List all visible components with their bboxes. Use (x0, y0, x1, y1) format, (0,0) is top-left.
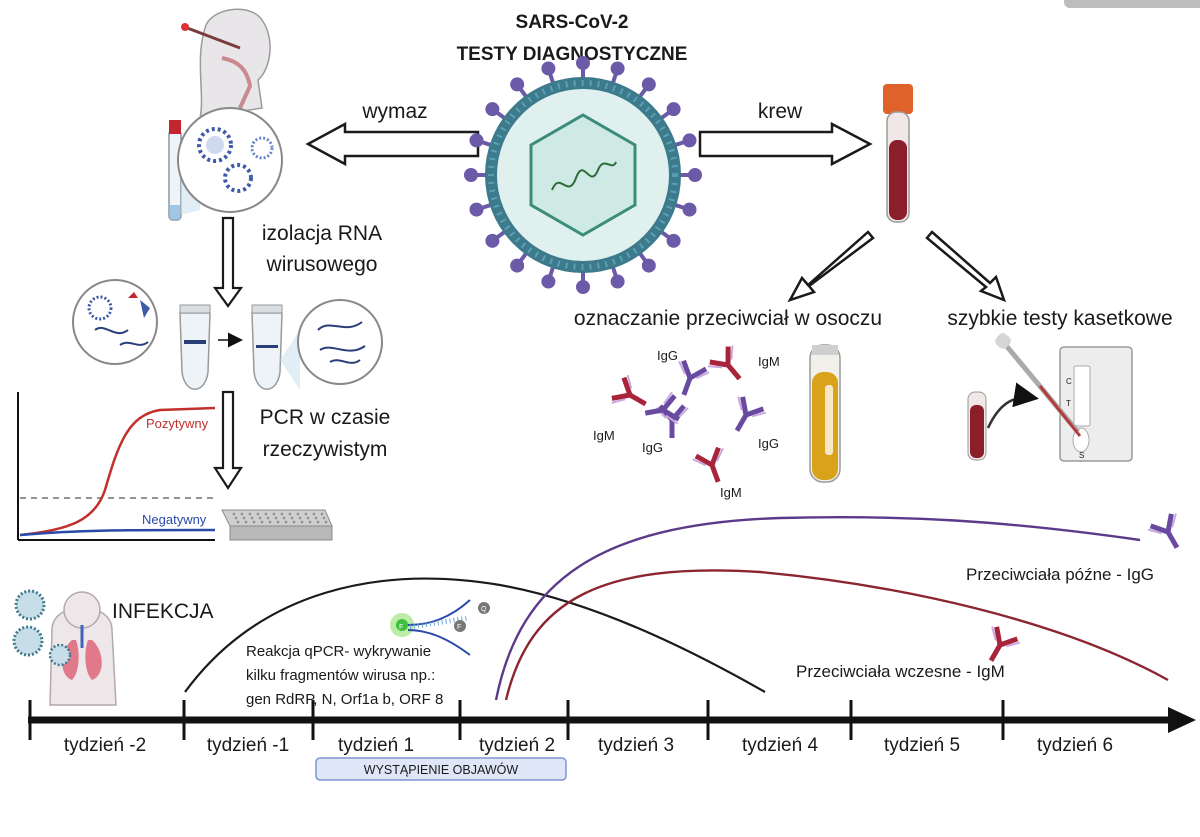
symptoms-onset-box: WYSTĄPIENIE OBJAWÓW (315, 757, 567, 781)
antibody-icon (734, 396, 767, 432)
week-label: tydzień 3 (598, 735, 674, 756)
plasma-tube-icon (809, 344, 841, 483)
igm-antibody-icon (988, 626, 1021, 662)
virus-small-icon (14, 589, 46, 621)
virus-small-icon (87, 295, 113, 321)
svg-text:F: F (457, 624, 461, 631)
antibody-icon (1147, 513, 1180, 549)
cassette-t-label: T (1066, 399, 1071, 408)
pcr-negative-curve (19, 528, 216, 537)
blood-label: krew (758, 100, 803, 123)
antibody-label: IgG (642, 440, 663, 455)
virus-small-icon (197, 127, 233, 163)
pcr-positive-curve (19, 406, 216, 537)
swab-arrow (305, 121, 480, 167)
antibody-icon (611, 374, 647, 407)
week-label: tydzień 6 (1037, 735, 1113, 756)
title-line-1: SARS-CoV-2 (516, 12, 629, 33)
week-label: tydzień 4 (742, 735, 818, 756)
rt-pcr-line-1: PCR w czasie (260, 406, 391, 429)
pcr-positive-label: Pozytywny (146, 416, 209, 431)
rna-isolation-line-2: wirusowego (266, 253, 378, 276)
qpcr-text-line-1: Reakcja qPCR- wykrywanie (246, 643, 431, 660)
qpcr-text-line-2: kilku fragmentów wirusa np.: (246, 667, 435, 684)
arrow-to-isolation (212, 216, 244, 308)
antibody-icon (692, 446, 724, 483)
antibody-label: IgM (758, 354, 780, 369)
arrow-to-pcr (212, 390, 244, 491)
symptoms-label: WYSTĄPIENIE OBJAWÓW (364, 762, 519, 777)
timeline-arrowhead (1168, 707, 1196, 733)
blood-arrow (698, 121, 873, 167)
week-label: tydzień -1 (207, 735, 289, 756)
week-label: tydzień 2 (479, 735, 555, 756)
qpcr-text-line-3: gen RdRP, N, Orf1a b, ORF 8 (246, 691, 443, 708)
pcr-amplification-chart: Pozytywny Negatywny (17, 392, 216, 541)
rna-extraction-illustration (72, 279, 383, 390)
rapid-tests-label: szybkie testy kasetkowe (947, 307, 1172, 330)
antibody-labels: IgG IgM IgM IgG IgG IgM (593, 348, 780, 500)
swab-head-illustration (181, 8, 271, 119)
antibody-label: IgM (720, 485, 742, 500)
rapid-test-illustration: C T S (967, 333, 1133, 462)
antibody-label: IgG (657, 348, 678, 363)
antibody-label: IgM (593, 428, 615, 443)
swab-icon (181, 24, 241, 50)
svg-text:Q: Q (481, 606, 487, 613)
week-labels: tydzień -2 tydzień -1 tydzień 1 tydzień … (64, 735, 1113, 756)
svg-text:F: F (399, 624, 403, 631)
virus-small-icon (48, 643, 72, 667)
infection-label: INFEKCJA (112, 600, 214, 623)
igg-antibody-icon (1147, 513, 1180, 549)
antibody-icon (678, 359, 710, 396)
timeline-axis (28, 700, 1196, 740)
late-antibodies-label: Przeciwciała późne - IgG (966, 565, 1154, 584)
week-label: tydzień -2 (64, 735, 146, 756)
corner-tab (1064, 0, 1200, 8)
viral-rna-curve (184, 577, 766, 693)
week-label: tydzień 5 (884, 735, 960, 756)
pcr-negative-label: Negatywny (142, 512, 207, 527)
virus-zoom-circle (177, 107, 283, 215)
antibody-icon (707, 345, 742, 381)
antibody-label: IgG (758, 436, 779, 451)
pcr-plate-icon (221, 509, 333, 541)
early-antibodies-label: Przeciwciała wczesne - IgM (796, 662, 1005, 681)
antibody-icon (644, 391, 681, 425)
rt-pcr-line-2: rzeczywistym (263, 438, 388, 461)
virus-small-icon (223, 163, 253, 193)
swab-label: wymaz (361, 100, 427, 123)
plasma-antibodies-label: oznaczanie przeciwciał w osoczu (574, 307, 882, 330)
week-label: tydzień 1 (338, 735, 414, 756)
arrow-to-plasma (787, 230, 875, 303)
antibody-cluster (611, 345, 767, 483)
rna-isolation-line-1: izolacja RNA (262, 222, 382, 245)
infected-person-illustration (12, 589, 117, 706)
title-line-2: TESTY DIAGNOSTYCZNE (457, 44, 688, 65)
virus-small-icon (12, 625, 44, 657)
virus-small-icon (250, 136, 274, 160)
sars-cov-2-virus-icon (464, 56, 702, 294)
igg-curve (494, 516, 1141, 701)
arrow-to-rapid-test (925, 230, 1007, 303)
blood-tube-icon (883, 84, 913, 223)
antibody-icon (988, 626, 1021, 662)
cassette-s-label: S (1079, 451, 1084, 460)
cassette-c-label: C (1066, 377, 1072, 386)
qpcr-probe-illustration: F Q F (390, 599, 490, 656)
igm-curve (504, 569, 1169, 701)
